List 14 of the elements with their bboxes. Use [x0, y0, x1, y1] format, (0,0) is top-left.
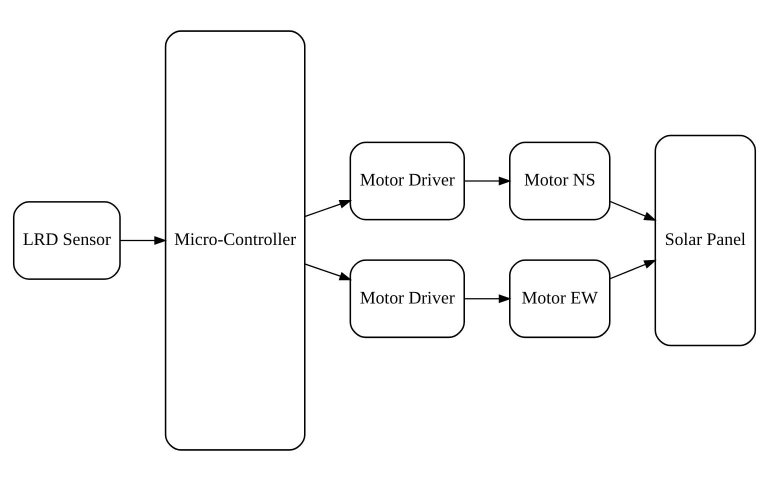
arrow — [304, 200, 352, 218]
arrow — [610, 200, 657, 221]
node-box: Micro-Controller — [164, 30, 306, 451]
node-box: Motor Driver — [350, 142, 465, 220]
arrow — [120, 236, 167, 245]
node-box: Solar Panel — [654, 134, 756, 346]
arrow — [304, 263, 352, 280]
node-box: LRD Sensor — [12, 201, 121, 280]
node-box: Motor Driver — [350, 259, 465, 338]
node-box: Motor EW — [509, 259, 611, 338]
node-box: Motor NS — [509, 142, 611, 220]
arrow — [610, 260, 657, 280]
arrow — [464, 176, 512, 186]
arrow — [464, 294, 512, 304]
